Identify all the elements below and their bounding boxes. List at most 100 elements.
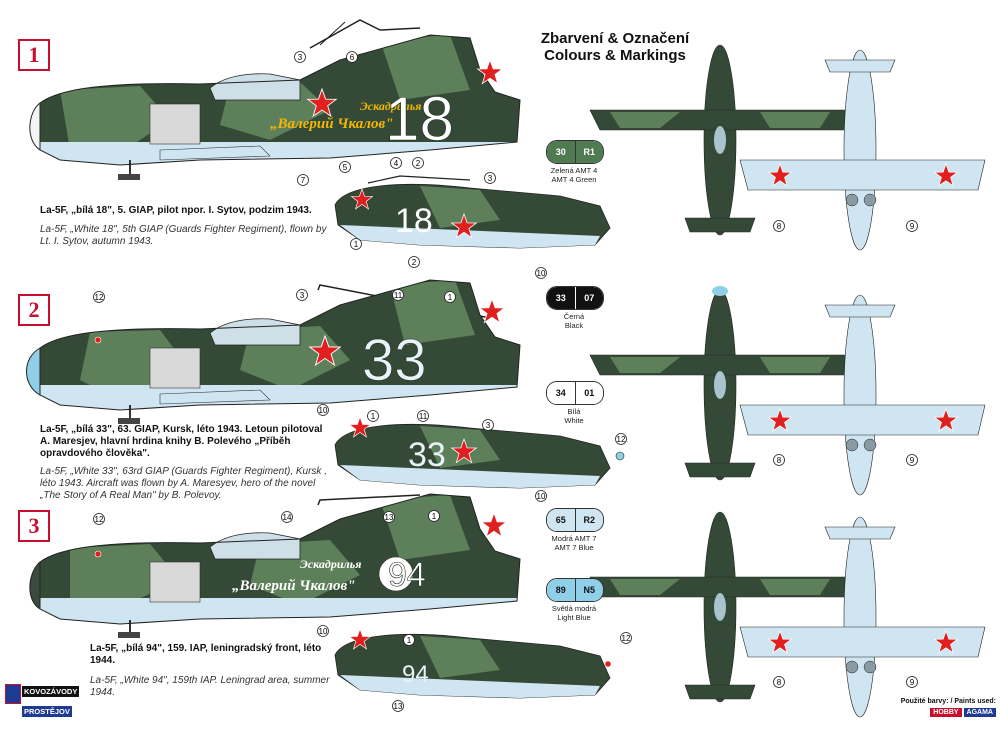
svg-text:14: 14 [283, 513, 292, 522]
svg-text:12: 12 [95, 515, 104, 524]
s2-tactical-number: 33 [362, 328, 427, 393]
s3-inscription-top: Эскадрилья [300, 557, 361, 571]
callout: 5 [339, 161, 351, 173]
callout: 1 [444, 291, 456, 303]
callout: 3 [296, 289, 308, 301]
s1-inscription-bottom: „Валерий Чкалов" [270, 116, 393, 132]
scheme-3-small-profile: 94 [334, 628, 612, 699]
svg-text:3: 3 [488, 174, 493, 183]
callout: 7 [297, 174, 309, 186]
callout: 6 [346, 51, 358, 63]
svg-text:13: 13 [385, 513, 394, 522]
scheme-2-badge: 2 [18, 294, 50, 326]
callout: 11 [392, 289, 404, 301]
svg-text:1: 1 [448, 293, 453, 302]
callout: 1 [428, 510, 440, 522]
svg-text:12: 12 [622, 634, 631, 643]
callout: 8 [773, 454, 785, 466]
scheme-1-small-profile: 18 [334, 175, 611, 249]
callout: 9 [906, 220, 918, 232]
svg-text:9: 9 [910, 222, 915, 231]
callout: 2 [412, 157, 424, 169]
scheme-1-caption-en: La-5F, „White 18", 5th GIAP (Guards Figh… [40, 224, 327, 247]
scheme-1-caption-cz: La-5F, „bílá 18", 5. GIAP, pilot npor. I… [40, 205, 312, 216]
callout: 12 [615, 433, 627, 445]
svg-text:6: 6 [350, 53, 355, 62]
swatch-green-pill: 30 R1 [546, 140, 604, 164]
s3-inscription-bottom: „Валерий Чкалов" [232, 578, 355, 594]
sheet-title: Zbarvení & Označení Colours & Markings [520, 30, 710, 64]
callout: 3 [482, 419, 494, 431]
svg-text:9: 9 [910, 456, 915, 465]
callout: 8 [773, 676, 785, 688]
scheme-2-small-profile: 33 [334, 416, 625, 489]
svg-text:10: 10 [319, 627, 328, 636]
scheme-3-side-profile: Эскадрилья „Валерий Чкалов" 94 [29, 493, 521, 638]
svg-text:10: 10 [319, 406, 328, 415]
title-cz: Zbarvení & Označení [540, 30, 690, 47]
scheme-2-caption-en: La-5F, „White 33", 63rd GIAP (Guards Fig… [40, 466, 327, 501]
callout: 3 [484, 172, 496, 184]
callout: 13 [392, 700, 404, 712]
bottom-views [739, 49, 986, 718]
callout: 1 [350, 238, 362, 250]
s3-tactical-number: 94 [388, 556, 426, 594]
scheme-3-caption-cz: La-5F, „bílá 94", 159. IAP, leningradský… [90, 643, 322, 666]
scheme-3-caption-en: La-5F, „White 94", 159th IAP. Leningrad … [90, 675, 330, 698]
svg-text:13: 13 [394, 702, 403, 711]
scheme-1-side-profile: Эскадрилья „Валерий Чкалов" 18 [29, 19, 521, 180]
scheme-3-caption: La-5F, „bílá 94", 159. IAP, leningradský… [90, 643, 330, 699]
top-views [589, 44, 851, 703]
callout: 13 [383, 511, 395, 523]
svg-text:8: 8 [777, 222, 782, 231]
s2-small-tactical: 33 [408, 436, 446, 474]
s1-inscription-top: Эскадрилья [360, 99, 421, 113]
callout: 12 [620, 632, 632, 644]
s3-small-tactical: 94 [402, 661, 429, 688]
kovozavody-logo: KOVOZÁVODY PROSTĚJOV [5, 684, 80, 720]
callout: 1 [403, 634, 415, 646]
callout: 10 [535, 267, 547, 279]
svg-text:12: 12 [617, 435, 626, 444]
svg-text:3: 3 [298, 53, 303, 62]
paints-used: Použité barvy: / Paints used: HOBBY AGAM… [886, 698, 996, 717]
scheme-2-caption-cz: La-5F, „bílá 33", 63. GIAP, Kursk, léto … [40, 424, 323, 459]
svg-text:1: 1 [354, 240, 359, 249]
s1-small-tactical: 18 [395, 202, 433, 240]
callout: 8 [773, 220, 785, 232]
callout: 3 [294, 51, 306, 63]
title-en: Colours & Markings [544, 47, 686, 64]
svg-text:1: 1 [432, 512, 437, 521]
scheme-1-caption: La-5F, „bílá 18", 5. GIAP, pilot npor. I… [40, 205, 330, 248]
callout: 12 [93, 513, 105, 525]
callout: 9 [906, 454, 918, 466]
callout: 10 [317, 404, 329, 416]
logo-line1: KOVOZÁVODY [22, 686, 80, 697]
scheme-2-caption: La-5F, „bílá 33", 63. GIAP, Kursk, léto … [40, 424, 330, 502]
s1-tactical-number: 18 [385, 85, 454, 154]
paint-brand-1: HOBBY [930, 708, 962, 717]
svg-text:2: 2 [412, 258, 417, 267]
swatch-light-blue-pill: 89 N5 [546, 578, 604, 602]
svg-text:11: 11 [419, 412, 428, 421]
svg-text:10: 10 [537, 269, 546, 278]
callout: 14 [281, 511, 293, 523]
svg-text:3: 3 [300, 291, 305, 300]
scheme-3-badge: 3 [18, 510, 50, 542]
swatch-black-pill: 33 07 [546, 286, 604, 310]
callout: 11 [417, 410, 429, 422]
svg-text:2: 2 [416, 159, 421, 168]
callout: 10 [535, 490, 547, 502]
callout: 2 [408, 256, 420, 268]
swatch-amt7-blue-pill: 65 R2 [546, 508, 604, 532]
svg-text:8: 8 [777, 456, 782, 465]
svg-text:1: 1 [371, 412, 376, 421]
logo-line2: PROSTĚJOV [22, 706, 72, 717]
scheme-2-side-profile: 33 [26, 279, 521, 424]
callout: 1 [367, 410, 379, 422]
callouts: 3 6 5 4 2 7 3 1 2 8 9 10 12 3 11 1 10 1 … [93, 51, 918, 712]
